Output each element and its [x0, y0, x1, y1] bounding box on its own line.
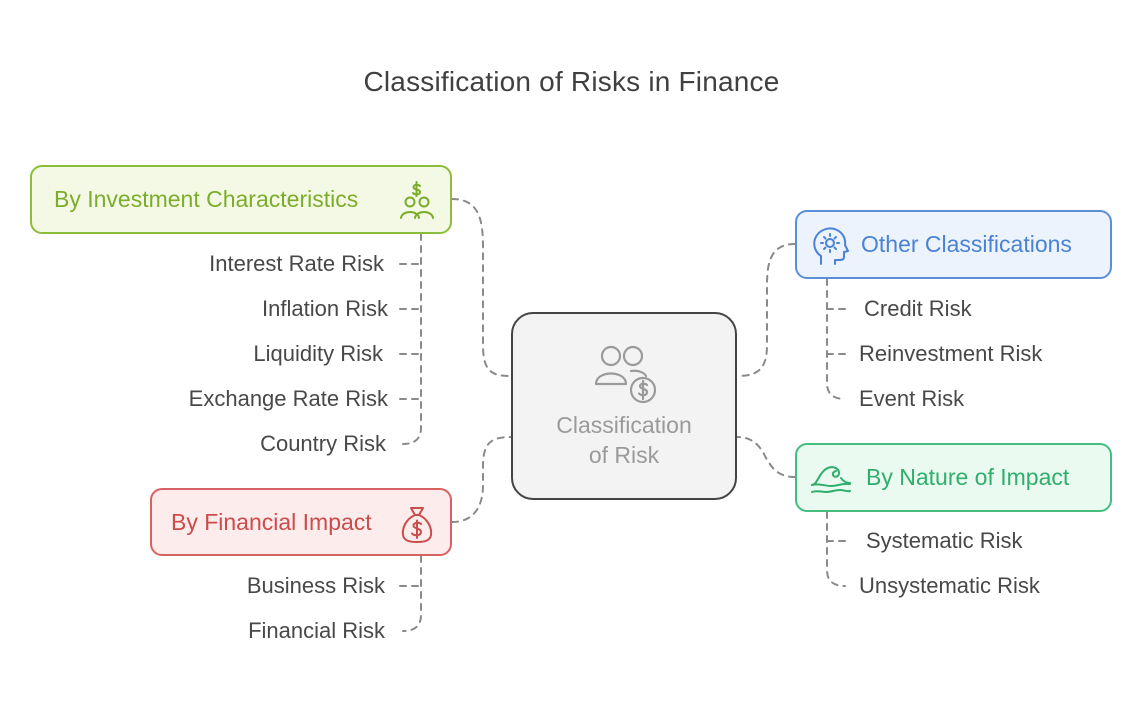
- list-item-credit-risk: Credit Risk: [864, 296, 972, 321]
- connector-other: [736, 243, 796, 377]
- branch-financial-impact: By Financial Impact: [150, 488, 452, 556]
- branch-nature-of-impact: By Nature of Impact: [795, 443, 1112, 512]
- list-item-inflation-risk: Inflation Risk: [262, 296, 388, 321]
- list-item-exchange-rate-risk: Exchange Rate Risk: [188, 386, 388, 411]
- list-item-systematic-risk: Systematic Risk: [866, 528, 1023, 553]
- branch-financial-label: By Financial Impact: [171, 508, 372, 535]
- spine-other: [826, 278, 846, 400]
- connector-nature: [736, 436, 796, 478]
- branch-investment-characteristics: By Investment Characteristics: [30, 165, 452, 234]
- head-gear-icon: [811, 226, 849, 266]
- center-node-classification-of-risk: Classification of Risk: [511, 312, 737, 500]
- list-item-financial-risk: Financial Risk: [248, 618, 385, 643]
- branch-other-classifications: Other Classifications: [795, 210, 1112, 279]
- diagram-title: Classification of Risks in Finance: [363, 66, 780, 97]
- center-label-line-1: Classification: [556, 412, 692, 438]
- spine-nature: [826, 511, 846, 587]
- list-item-interest-rate-risk: Interest Rate Risk: [209, 251, 384, 276]
- connector-investment: [451, 198, 512, 377]
- investors-dollar-icon: [398, 181, 438, 221]
- list-item-reinvestment-risk: Reinvestment Risk: [859, 341, 1043, 366]
- center-label-line-2: of Risk: [588, 442, 660, 468]
- spine-financial: [402, 555, 422, 632]
- spine-investment: [402, 233, 422, 445]
- money-bag-icon: [398, 504, 436, 544]
- branch-other-label: Other Classifications: [861, 231, 1072, 257]
- wave-icon: [809, 459, 853, 499]
- branch-nature-label: By Nature of Impact: [866, 464, 1070, 490]
- users-dollar-icon: [593, 340, 659, 406]
- list-item-liquidity-risk: Liquidity Risk: [253, 341, 383, 366]
- center-node-label: Classification of Risk: [513, 410, 735, 470]
- list-item-unsystematic-risk: Unsystematic Risk: [859, 573, 1040, 598]
- list-item-business-risk: Business Risk: [246, 573, 385, 598]
- list-item-country-risk: Country Risk: [260, 431, 386, 456]
- connector-financial: [451, 436, 512, 523]
- list-item-event-risk: Event Risk: [859, 386, 965, 411]
- branch-investment-label: By Investment Characteristics: [54, 186, 359, 212]
